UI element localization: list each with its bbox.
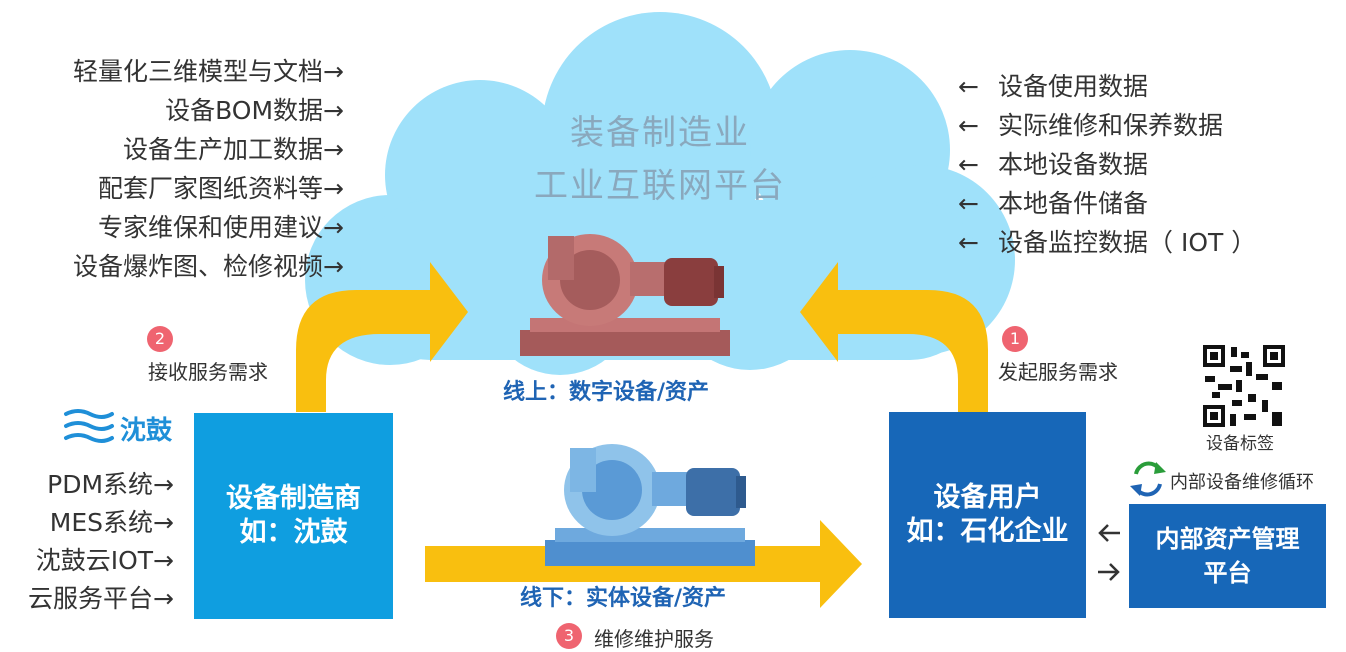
asset-box-line2: 平台 <box>1203 559 1252 587</box>
manufacturer-box-line2: 如：沈鼓 <box>239 517 348 548</box>
manufacturer-inputs-list: 轻量化三维模型与文档→ 设备BOM数据→ 设备生产加工数据→ 配套厂家图纸资料等… <box>73 52 344 286</box>
list-item: 轻量化三维模型与文档→ <box>73 57 344 86</box>
brand-name: 沈鼓 <box>120 416 173 446</box>
step3-label: 维修维护服务 <box>594 627 714 651</box>
cloud-title-line1: 装备制造业 <box>570 113 750 153</box>
list-item: ←设备使用数据 <box>958 72 1149 101</box>
list-item: ←本地设备数据 <box>958 150 1149 179</box>
list-item: ←本地备件储备 <box>958 189 1149 218</box>
list-item: 设备生产加工数据→ <box>123 135 344 164</box>
user-box: 设备用户 如：石化企业 <box>889 412 1086 618</box>
systems-list: PDM系统→ MES系统→ 沈鼓云IOT→ 云服务平台→ <box>28 466 174 618</box>
cycle-label: 内部设备维修循环 <box>1170 472 1314 493</box>
list-item: 设备爆炸图、检修视频→ <box>73 252 344 281</box>
list-item: ←设备监控数据（ IOT ） <box>958 228 1257 257</box>
list-item: PDM系统→ <box>47 470 174 499</box>
step1-label: 发起服务需求 <box>998 360 1118 384</box>
cloud-title-line2: 工业互联网平台 <box>534 166 786 206</box>
cycle-icon <box>1130 461 1166 497</box>
list-item: 专家维保和使用建议→ <box>98 213 344 242</box>
user-box-line1: 设备用户 <box>933 482 1042 513</box>
offline-pump-image <box>545 444 755 566</box>
list-item: 设备BOM数据→ <box>165 96 344 125</box>
brand-logo-icon <box>64 409 114 443</box>
list-item: 沈鼓云IOT→ <box>35 546 174 575</box>
flow-arrow-from-user <box>800 262 988 412</box>
user-inputs-list: ←设备使用数据 ←实际维修和保养数据 ←本地设备数据 ←本地备件储备 ←设备监控… <box>958 67 1256 262</box>
asset-platform-box: 内部资产管理 平台 <box>1129 504 1326 608</box>
step1-badge: 1 <box>1002 326 1028 352</box>
flow-arrow-to-cloud <box>296 262 468 412</box>
manufacturer-box-line1: 设备制造商 <box>226 483 361 514</box>
exchange-arrows-icon <box>1098 524 1120 581</box>
step3-badge: 3 <box>556 623 582 649</box>
online-pump-image <box>520 234 730 356</box>
list-item: 配套厂家图纸资料等→ <box>98 174 344 203</box>
offline-asset-label: 线下：实体设备/资产 <box>520 586 727 611</box>
list-item: MES系统→ <box>49 508 174 537</box>
step2-badge: 2 <box>147 326 173 352</box>
list-item: ←实际维修和保养数据 <box>958 111 1224 140</box>
online-asset-label: 线上：数字设备/资产 <box>503 380 710 405</box>
qr-code-icon <box>1203 345 1285 427</box>
user-box-line2: 如：石化企业 <box>906 516 1069 547</box>
manufacturer-box: 设备制造商 如：沈鼓 <box>194 413 393 619</box>
step2-label: 接收服务需求 <box>148 360 268 384</box>
list-item: 云服务平台→ <box>28 584 174 613</box>
asset-box-line1: 内部资产管理 <box>1155 525 1300 553</box>
qr-label: 设备标签 <box>1206 434 1274 454</box>
